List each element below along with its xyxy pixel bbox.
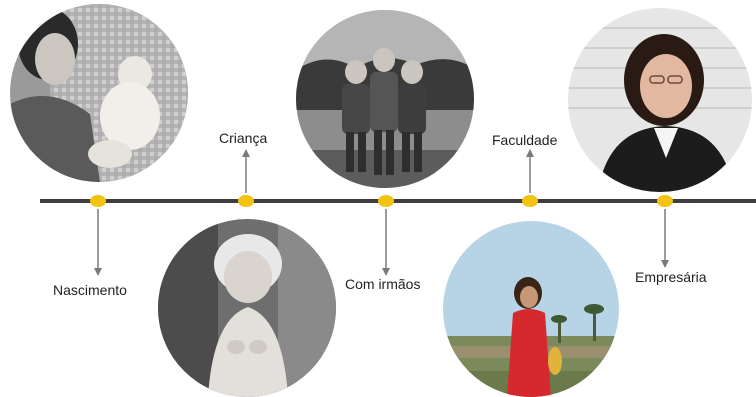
marker-nascimento [90, 195, 106, 207]
label-com-irmaos: Com irmãos [345, 276, 421, 292]
photo-nascimento [10, 4, 188, 182]
marker-empresaria [657, 195, 673, 207]
label-faculdade: Faculdade [492, 132, 558, 148]
marker-crianca [238, 195, 254, 207]
label-nascimento: Nascimento [53, 282, 127, 298]
marker-com-irmaos [378, 195, 394, 207]
label-crianca: Criança [219, 130, 268, 146]
photo-empresaria [568, 8, 752, 192]
photo-crianca [158, 219, 336, 397]
label-empresaria: Empresária [635, 269, 707, 285]
photo-faculdade [443, 221, 619, 397]
marker-faculdade [522, 195, 538, 207]
